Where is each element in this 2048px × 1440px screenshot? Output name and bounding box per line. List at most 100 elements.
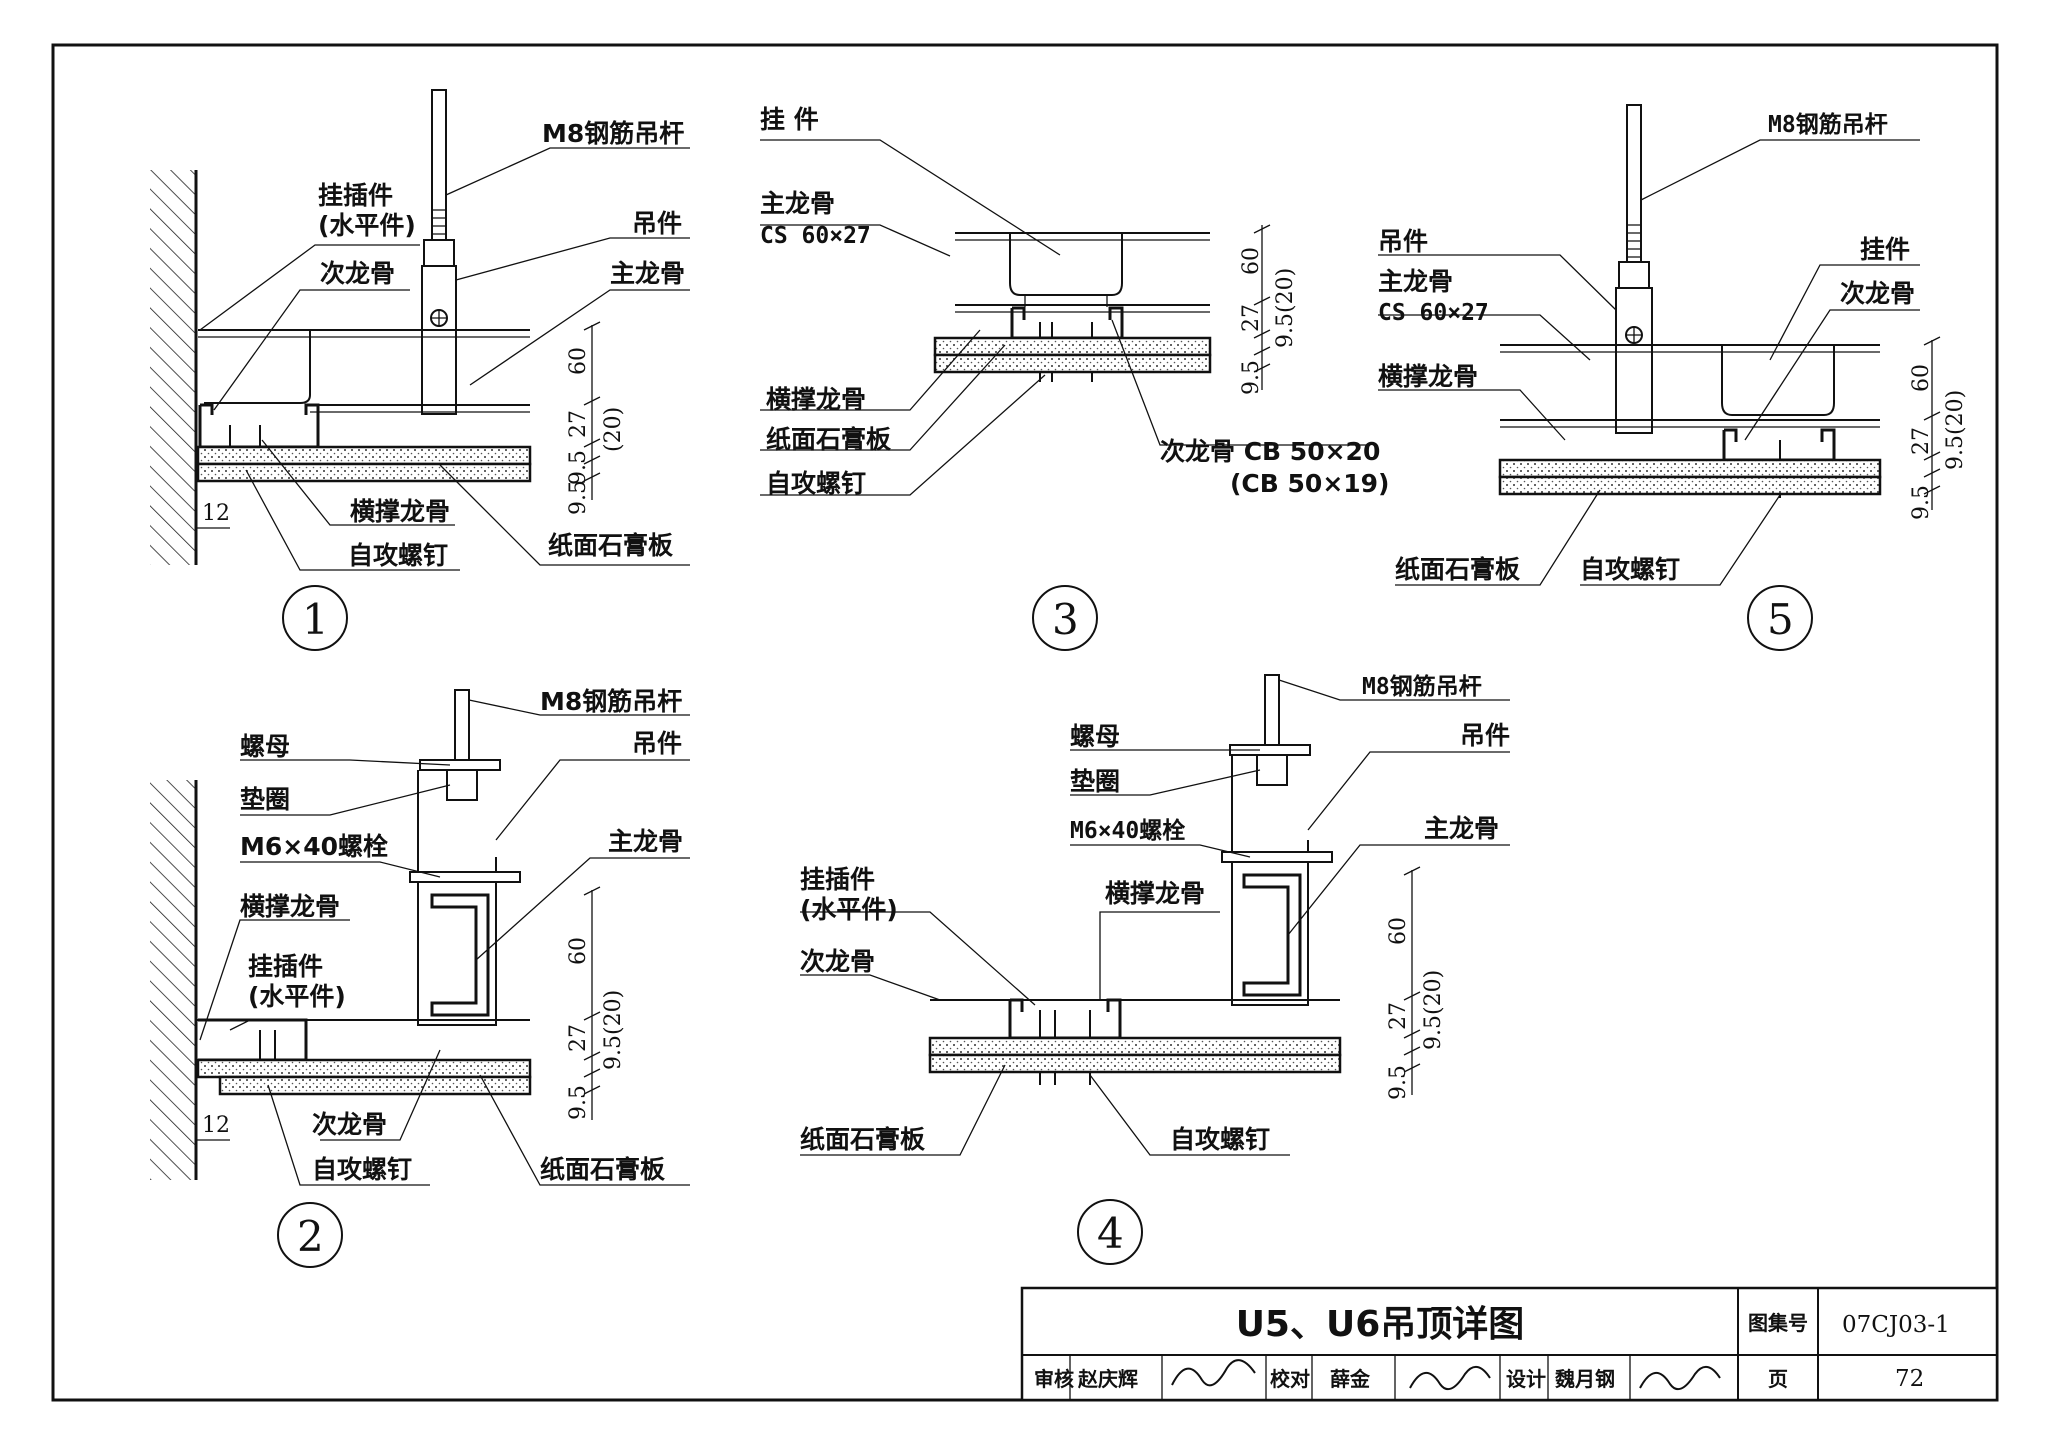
sheet-frame xyxy=(51,43,1999,1402)
svg-text:1: 1 xyxy=(302,595,329,644)
svg-text:M8钢筋吊杆: M8钢筋吊杆 xyxy=(1362,673,1482,700)
svg-text:60: 60 xyxy=(1909,364,1934,392)
svg-text:校对: 校对 xyxy=(1270,1367,1310,1391)
hanger-4 xyxy=(1231,755,1309,1006)
svg-text:设计: 设计 xyxy=(1506,1367,1546,1391)
svg-text:27: 27 xyxy=(1239,304,1264,332)
dim-60: 60 xyxy=(566,347,591,375)
svg-text:(水平件): (水平件) xyxy=(800,895,898,924)
gypsum-board-5a xyxy=(1498,458,1882,479)
svg-text:魏月钢: 魏月钢 xyxy=(1554,1367,1615,1391)
svg-text:主龙骨: 主龙骨 xyxy=(1378,267,1453,296)
hanger-5 xyxy=(1615,287,1653,434)
svg-text:自攻螺钉: 自攻螺钉 xyxy=(1170,1125,1270,1154)
label-screw: 自攻螺钉 xyxy=(348,541,448,570)
detail-number-3 xyxy=(1032,585,1098,651)
detail-3: 60 27 9.5(20) 9.5 挂 件 主龙骨 CS 60×27 横撑龙骨 … xyxy=(760,105,1390,651)
dim-27: 27 xyxy=(566,410,591,438)
svg-text:9.5(20): 9.5(20) xyxy=(601,990,626,1070)
svg-text:27: 27 xyxy=(1386,1002,1411,1030)
gypsum-board-5b xyxy=(1498,475,1882,496)
svg-text:5: 5 xyxy=(1767,595,1794,644)
svg-text:审核: 审核 xyxy=(1034,1367,1074,1391)
signature-checker xyxy=(1409,1366,1491,1391)
label-insert-piece-note: (水平件) xyxy=(318,211,416,240)
svg-text:吊件: 吊件 xyxy=(1460,721,1510,750)
svg-text:横撑龙骨: 横撑龙骨 xyxy=(766,385,866,414)
svg-text:CS 60×27: CS 60×27 xyxy=(1378,300,1489,326)
detail-number-5 xyxy=(1747,585,1813,651)
svg-text:(水平件): (水平件) xyxy=(248,982,346,1011)
page-number: 72 xyxy=(1895,1366,1924,1392)
label-main-keel: 主龙骨 xyxy=(610,259,685,288)
signature-reviewer xyxy=(1171,1359,1256,1387)
detail-5: 60 27 9.5(20) 9.5 M8钢筋吊杆 吊件 主龙骨 CS 60×27… xyxy=(1378,104,1968,651)
svg-text:9.5(20): 9.5(20) xyxy=(1273,268,1298,348)
label-gypsum-board: 纸面石膏板 xyxy=(548,531,673,560)
clip-3 xyxy=(1009,233,1123,296)
label-hanger: 吊件 xyxy=(632,209,682,238)
svg-text:3: 3 xyxy=(1052,595,1079,644)
detail-number-1 xyxy=(282,585,348,651)
svg-text:4: 4 xyxy=(1097,1209,1124,1258)
gypsum-board-2a xyxy=(196,1058,532,1079)
hanger-2 xyxy=(417,770,497,1026)
detail-number-2 xyxy=(277,1202,343,1268)
svg-text:12: 12 xyxy=(202,1113,230,1138)
dim-20: (20) xyxy=(601,407,626,452)
hanger-1 xyxy=(421,265,457,415)
svg-text:主龙骨: 主龙骨 xyxy=(608,827,683,856)
svg-text:主龙骨: 主龙骨 xyxy=(760,189,835,218)
detail-2: 60 27 9.5(20) 9.5 12 M8钢筋吊杆 螺母 垫圈 M6×40螺… xyxy=(150,687,690,1268)
svg-text:9.5(20): 9.5(20) xyxy=(1421,970,1446,1050)
label-secondary-keel-spec: 次龙骨 CB 50×20 xyxy=(1160,437,1380,466)
svg-text:27: 27 xyxy=(1909,427,1934,455)
label-bolt: M6×40螺栓 xyxy=(240,832,388,861)
svg-text:挂插件: 挂插件 xyxy=(800,865,875,894)
svg-text:自攻螺钉: 自攻螺钉 xyxy=(766,469,866,498)
gypsum-board-2b xyxy=(218,1075,532,1096)
svg-text:吊件: 吊件 xyxy=(632,729,682,758)
svg-text:页: 页 xyxy=(1768,1367,1788,1391)
svg-text:纸面石膏板: 纸面石膏板 xyxy=(766,425,891,454)
label-secondary-keel: 次龙骨 xyxy=(320,259,395,288)
svg-text:赵庆辉: 赵庆辉 xyxy=(1077,1367,1138,1391)
svg-text:60: 60 xyxy=(1386,917,1411,945)
gypsum-board-1a xyxy=(196,445,532,466)
gypsum-board-3b xyxy=(933,353,1212,374)
svg-text:自攻螺钉: 自攻螺钉 xyxy=(312,1155,412,1184)
svg-text:挂件: 挂件 xyxy=(1860,235,1910,264)
label-washer: 垫圈 xyxy=(240,785,290,814)
label-clip: 挂 件 xyxy=(760,105,819,134)
wall-hatch-1 xyxy=(150,170,196,565)
svg-text:纸面石膏板: 纸面石膏板 xyxy=(800,1125,925,1154)
drawing-title: U5、U6吊顶详图 xyxy=(1236,1304,1525,1345)
label-cross-keel: 横撑龙骨 xyxy=(350,497,450,526)
dim-9-5-b: 9.5 xyxy=(566,480,591,515)
dim-12: 12 xyxy=(202,501,230,526)
gypsum-board-3a xyxy=(933,336,1212,357)
svg-text:9.5(20): 9.5(20) xyxy=(1943,390,1968,470)
label-insert-piece: 挂插件 xyxy=(318,181,393,210)
label-nut: 螺母 xyxy=(240,732,290,761)
title-block: U5、U6吊顶详图 图集号 07CJ03-1 审核 赵庆辉 校对 薛金 设计 魏… xyxy=(1020,1286,1999,1402)
gypsum-board-4b xyxy=(928,1053,1342,1074)
svg-text:60: 60 xyxy=(566,937,591,965)
svg-text:次龙骨: 次龙骨 xyxy=(1840,279,1915,308)
svg-text:螺母: 螺母 xyxy=(1070,722,1120,751)
svg-text:9.5: 9.5 xyxy=(1909,485,1934,520)
svg-text:CS 60×27: CS 60×27 xyxy=(760,223,871,249)
svg-text:次龙骨: 次龙骨 xyxy=(312,1110,387,1139)
svg-text:纸面石膏板: 纸面石膏板 xyxy=(540,1155,665,1184)
svg-text:横撑龙骨: 横撑龙骨 xyxy=(1105,879,1205,908)
detail-1: 60 27 (20) 9.5 9.5 12 M8钢筋吊杆 吊件 主龙骨 挂插件 … xyxy=(150,89,690,651)
wall-hatch-2 xyxy=(150,780,196,1180)
dim-9-5: 9.5 xyxy=(566,450,591,485)
svg-text:60: 60 xyxy=(1239,247,1264,275)
svg-text:9.5: 9.5 xyxy=(566,1085,591,1120)
svg-text:自攻螺钉: 自攻螺钉 xyxy=(1580,555,1680,584)
signature-designer xyxy=(1639,1366,1721,1391)
svg-text:薛金: 薛金 xyxy=(1330,1367,1371,1391)
label-rod: M8钢筋吊杆 xyxy=(542,119,684,148)
